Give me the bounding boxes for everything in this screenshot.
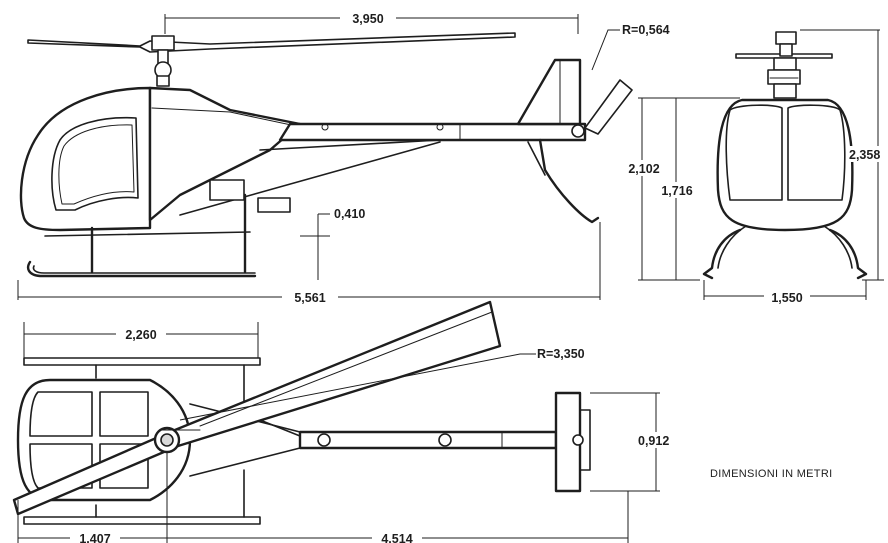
side-view-dimensions: 3,950 R=0,564 0,410 5,561 <box>17 10 670 305</box>
top-landing-skid-upper <box>23 357 261 366</box>
dim-rotor-radius: R=3,350 <box>537 347 585 361</box>
dim-tail-rotor-span: 0,912 <box>638 434 669 448</box>
side-tail-skid <box>538 138 600 224</box>
dim-height-to-hub: 2,102 <box>628 162 659 176</box>
side-vertical-fin <box>516 58 582 126</box>
dim-main-rotor-diameter: 3,950 <box>352 12 383 26</box>
dim-skid-height: 0,410 <box>334 207 365 221</box>
top-main-rotor-blade-right <box>168 300 502 448</box>
dim-skid-track: 1,550 <box>771 291 802 305</box>
top-landing-skid-lower <box>23 516 261 525</box>
side-rotor-hub <box>151 35 175 87</box>
side-view <box>19 32 633 278</box>
top-view-dimensions: 2,260 R=3,350 0,912 1,407 4,514 <box>17 322 678 543</box>
dim-overall-length: 5,561 <box>294 291 325 305</box>
dim-hub-to-tail: 4,514 <box>381 532 412 543</box>
dim-tail-rotor-radius: R=0,564 <box>622 23 670 37</box>
front-view-dimensions: 2,102 1,716 2,358 1,550 <box>624 29 888 305</box>
front-landing-gear <box>702 228 742 280</box>
side-landing-skid <box>26 260 257 278</box>
dim-cabin-height: 1,716 <box>661 184 692 198</box>
side-tail-rotor <box>584 79 633 135</box>
dim-overall-height: 2,358 <box>849 148 880 162</box>
side-tail-boom <box>278 122 587 142</box>
dim-skid-length: 2,260 <box>125 328 156 342</box>
top-tail-boom <box>298 430 558 450</box>
front-view <box>702 31 868 280</box>
side-main-rotor-blade <box>27 32 516 53</box>
side-cabin-door <box>51 116 139 211</box>
units-note: DIMENSIONI IN METRI <box>710 468 832 480</box>
dim-nose-to-hub: 1,407 <box>79 532 110 543</box>
top-view <box>12 300 591 525</box>
